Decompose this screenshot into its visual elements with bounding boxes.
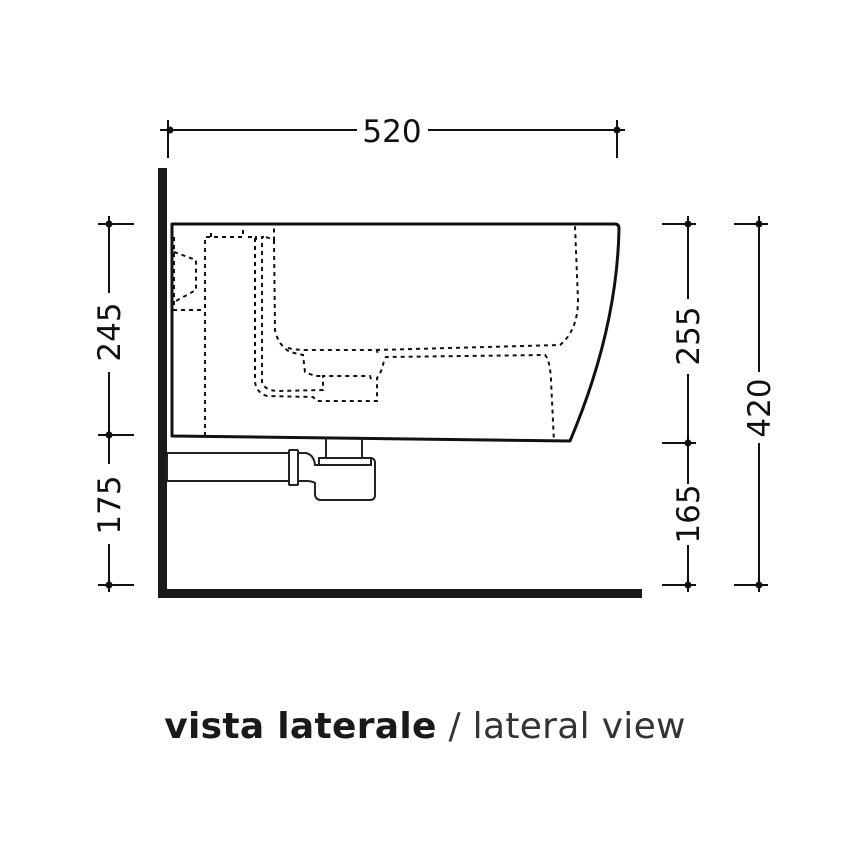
bidet-outline: [170, 222, 621, 443]
caption-italian: vista laterale: [164, 706, 437, 747]
wall-and-floor: [158, 168, 642, 598]
caption: vista laterale / lateral view: [0, 706, 850, 747]
trap-flange: [318, 457, 372, 466]
dim-left-lower: 175: [92, 475, 128, 534]
dim-right-upper: 255: [671, 306, 707, 365]
hidden-lines: [173, 225, 580, 443]
drain-pipe: [166, 452, 290, 482]
caption-separator: /: [436, 706, 473, 747]
floor: [158, 589, 642, 598]
dimension-lines: [98, 120, 768, 592]
dim-right-lower: 165: [671, 484, 707, 543]
drain-trap: [166, 438, 376, 501]
pipe-collar: [288, 449, 299, 486]
caption-english: lateral view: [472, 706, 686, 747]
wall: [158, 168, 167, 598]
dim-height-total: 420: [742, 378, 778, 437]
dim-left-upper: 245: [92, 302, 128, 361]
dim-width-total: 520: [362, 114, 421, 150]
